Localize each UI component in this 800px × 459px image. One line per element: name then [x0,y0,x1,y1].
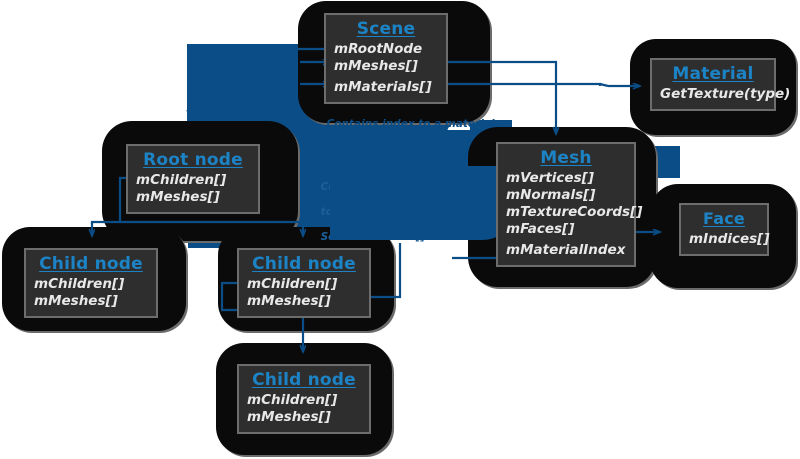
node-title-mesh: Mesh [540,148,592,168]
annotation-material-index-line1: Contains index to a material [326,117,495,130]
annotation-material-index: Contains index to a material in Scene.mM… [312,105,495,168]
node-box-child-node-bottom[interactable]: Child node mChildren[] mMeshes[] [237,364,371,434]
node-box-scene[interactable]: Scene mRootNode mMeshes[] mMaterials[] [324,13,448,104]
field-child-bottom-mchildren: mChildren[] [247,392,338,408]
annotation-material-index-line2: in Scene.mMaterials[] [326,142,457,155]
node-title-face: Face [703,209,745,228]
field-mesh-mmaterialindex: mMaterialIndex [506,242,626,258]
node-title-scene: Scene [356,19,416,39]
field-scene-mmeshes: mMeshes[] [334,58,418,74]
node-title-root-node: Root node [143,150,243,170]
field-face-mindices: mIndices[] [689,231,770,247]
field-scene-mrootnode: mRootNode [334,41,423,57]
field-mesh-mnormals: mNormals[] [506,187,596,203]
annotation-mesh-index-line1: Contains index [320,180,409,193]
field-mesh-mfaces: mFaces[] [506,221,575,237]
field-mesh-mvertices: mVertices[] [506,170,594,186]
node-box-face[interactable]: Face mIndices[] [679,203,770,256]
field-child-middle-mchildren: mChildren[] [247,276,338,292]
annotation-mesh-index-line2: to a mesh in [320,205,394,218]
field-child-bottom-mmeshes: mMeshes[] [247,409,331,425]
node-box-material[interactable]: Material GetTexture(type) [650,58,791,111]
field-child-middle-mmeshes: mMeshes[] [247,293,331,309]
annotation-mesh-index-line3: Scene.mMeshes[] [320,230,426,243]
field-scene-mmaterials: mMaterials[] [334,79,432,95]
node-box-mesh[interactable]: Mesh mVertices[] mNormals[] mTextureCoor… [496,142,643,267]
field-child-left-mchildren: mChildren[] [34,276,125,292]
node-title-material: Material [672,64,754,84]
annotation-mesh-index: Contains index to a mesh in Scene.mMeshe… [306,168,426,256]
node-title-child-node-bottom: Child node [252,370,356,390]
connector-lines [92,47,660,352]
field-child-left-mmeshes: mMeshes[] [34,293,118,309]
field-root-mchildren: mChildren[] [136,172,227,188]
node-box-root-node[interactable]: Root node mChildren[] mMeshes[] [126,144,260,214]
node-title-child-node-left: Child node [39,254,143,274]
field-root-mmeshes: mMeshes[] [136,189,220,205]
node-box-child-node-middle[interactable]: Child node mChildren[] mMeshes[] [237,248,371,318]
field-material-gettexture: GetTexture(type) [660,86,791,102]
node-title-child-node-middle: Child node [252,254,356,274]
field-mesh-mtexturecoords: mTextureCoords[] [506,204,643,220]
node-box-child-node-left[interactable]: Child node mChildren[] mMeshes[] [24,248,158,318]
